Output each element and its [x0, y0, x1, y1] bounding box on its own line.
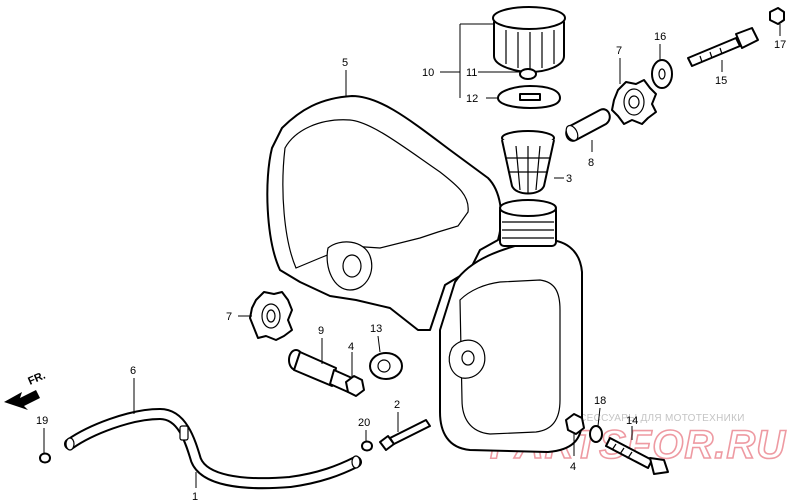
callout-14: 14 — [626, 415, 638, 427]
clip-lower-icon — [361, 440, 373, 452]
fuel-cap-icon — [492, 6, 566, 73]
collar-icon — [565, 108, 611, 142]
bolt-right-icon — [605, 437, 669, 475]
callout-4-right: 4 — [570, 461, 576, 473]
front-direction-label: FR. — [26, 370, 47, 388]
nut-right-icon — [565, 413, 585, 435]
washer-lower-icon — [589, 425, 603, 443]
front-arrow-icon — [4, 390, 40, 410]
callout-15: 15 — [715, 75, 727, 87]
callout-17: 17 — [774, 39, 786, 51]
watermark-tagline: ЗАПЧАСТИ И АКСЕССУАРЫ ДЛЯ МОТОТЕХНИКИ — [497, 413, 745, 424]
callout-18: 18 — [594, 395, 606, 407]
fuel-filter-icon — [501, 130, 555, 195]
callout-1: 1 — [192, 491, 198, 503]
callout-8: 8 — [588, 157, 594, 169]
nut-upper-icon — [769, 7, 785, 25]
fuel-hose-icon — [64, 407, 362, 490]
callout-11: 11 — [466, 67, 477, 79]
grommet-icon — [369, 352, 403, 380]
callout-12: 12 — [466, 93, 478, 105]
fuel-tank-icon — [266, 95, 583, 453]
callout-3: 3 — [566, 173, 572, 185]
callout-7-lower: 7 — [226, 311, 232, 323]
nut-left-icon — [345, 375, 365, 397]
callout-5: 5 — [342, 57, 348, 69]
callout-16: 16 — [654, 31, 666, 43]
rubber-grommet-left-icon — [249, 291, 293, 341]
callout-2: 2 — [394, 399, 400, 411]
cap-seal-icon — [519, 68, 537, 80]
callout-19: 19 — [36, 415, 48, 427]
cap-gasket-icon — [497, 85, 561, 109]
callout-10: 10 — [422, 67, 434, 79]
callout-7-upper: 7 — [616, 45, 622, 57]
bolt-upper-icon — [687, 27, 759, 67]
rubber-grommet-upper-icon — [611, 79, 657, 125]
callout-13: 13 — [370, 323, 382, 335]
clip-hose-icon — [39, 452, 51, 464]
callout-20: 20 — [358, 417, 370, 429]
callout-6: 6 — [130, 365, 136, 377]
bolt-lower-icon — [379, 419, 431, 451]
washer-hole — [658, 68, 666, 80]
leader-lines — [43, 23, 781, 488]
callout-4-left: 4 — [348, 341, 354, 353]
callout-9: 9 — [318, 325, 324, 337]
collar-bolt-icon — [288, 349, 353, 393]
